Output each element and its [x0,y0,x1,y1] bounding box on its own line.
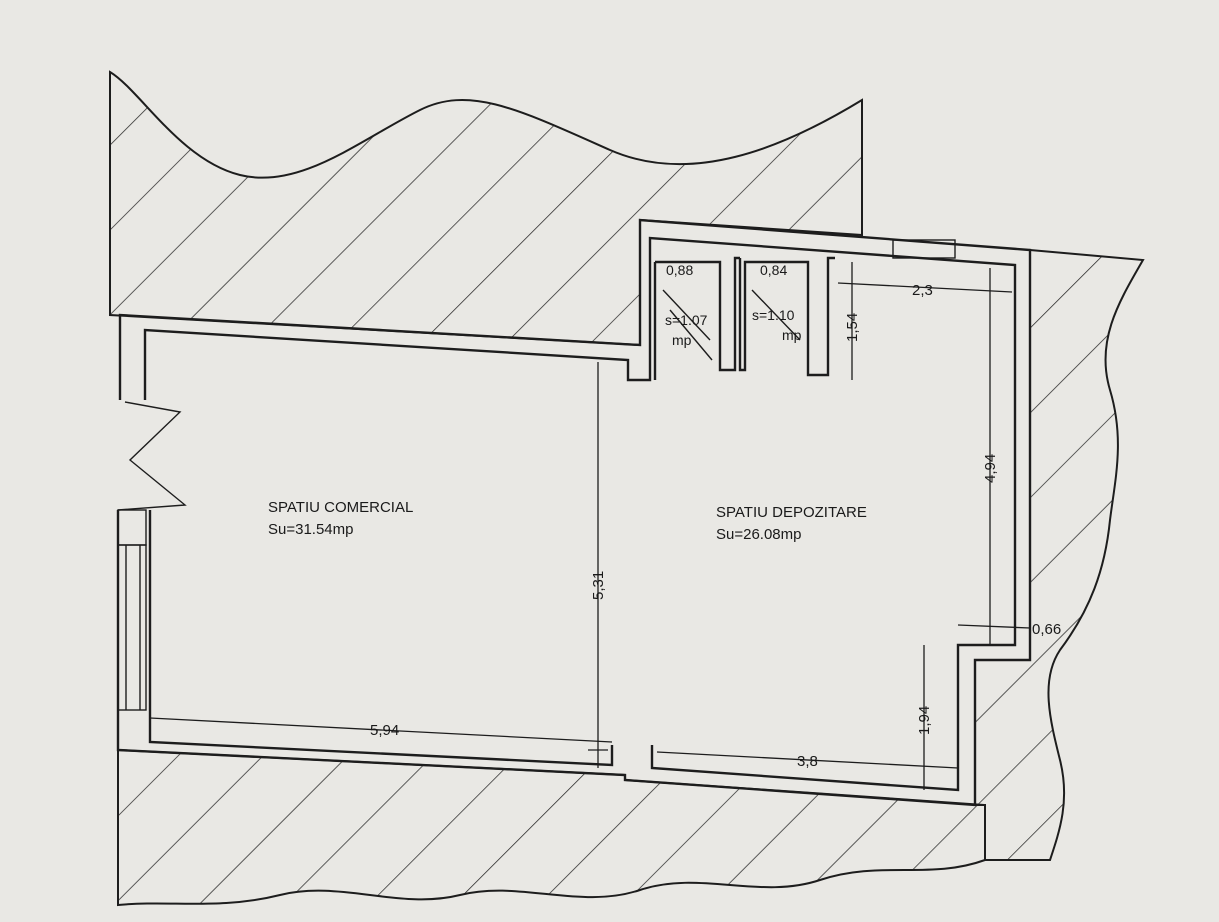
dim-154: 1,54 [844,313,861,342]
wall-outline [116,218,1032,807]
room-name-commercial: SPATIU COMERCIAL [268,499,413,516]
small-room-2 [738,256,835,377]
dim-066: 0,66 [1032,621,1061,638]
small-room-1-unit: mp [672,332,692,348]
dim-531: 5,31 [590,571,607,600]
small-room-1-width: 0,88 [666,262,693,278]
dimension-lines [149,262,1031,790]
room-area-storage: Su=26.08mp [716,526,801,543]
room-area-commercial: Su=31.54mp [268,521,353,538]
dim-23: 2,3 [912,282,933,299]
dim-194: 1,94 [916,706,933,735]
small-room-1-area: s=1.07 [665,312,708,328]
dim-38: 3,8 [797,753,818,770]
small-room-2-unit: mp [782,327,802,343]
small-room-1 [653,256,740,380]
dim-594: 5,94 [370,722,399,739]
hatched-wall-right [974,248,1145,861]
hatched-wall-top [109,70,863,347]
small-opening-top-right [892,239,956,259]
small-room-2-width: 0,84 [760,262,787,278]
dim-494: 4,94 [982,454,999,483]
room-name-storage: SPATIU DEPOZITARE [716,504,867,521]
small-room-2-area: s=1.10 [752,307,795,323]
hatched-wall-bottom [117,748,986,907]
